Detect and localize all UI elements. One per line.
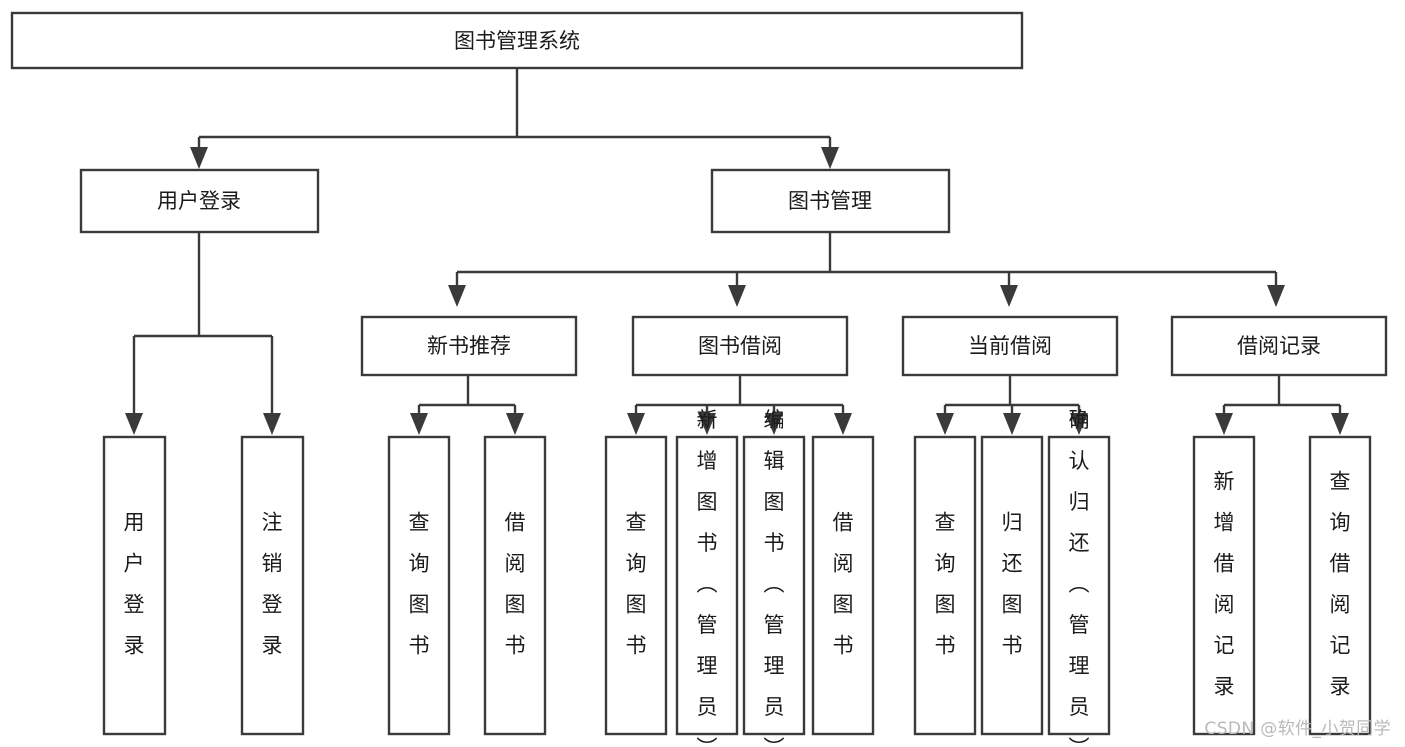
- leaf-query-book-2[interactable]: 查询图书: [604, 435, 668, 736]
- connector-group-current-borrow: [936, 375, 1088, 435]
- leaf-return-book-label: 归还图书: [1002, 511, 1023, 658]
- node-borrow-record[interactable]: 借阅记录: [1170, 315, 1388, 377]
- node-book-manage[interactable]: 图书管理: [710, 168, 951, 234]
- arrow-icon-book-borrow-leaf-4: [834, 413, 852, 435]
- node-new-book-recommend-box[interactable]: [360, 315, 578, 377]
- leaf-add-record[interactable]: 新增借阅记录: [1192, 435, 1256, 736]
- leaf-edit-book[interactable]: 编辑图书︵管理员︶: [742, 408, 806, 747]
- leaf-add-record-label: 新增借阅记录: [1214, 470, 1235, 699]
- node-book-borrow-box[interactable]: [631, 315, 849, 377]
- leaf-confirm-return-label: 确认归还︵管理员︶: [1069, 408, 1090, 747]
- connector-group-root: [190, 68, 839, 169]
- arrow-icon-root-user-login: [190, 147, 208, 169]
- arrow-icon-new-book-leaf-2: [506, 413, 524, 435]
- arrow-icon-borrow-record-leaf-1: [1215, 413, 1233, 435]
- node-user-login[interactable]: 用户登录: [79, 168, 320, 234]
- arrow-icon-new-book-leaf-1: [410, 413, 428, 435]
- node-current-borrow-label: 当前借阅: [968, 334, 1052, 358]
- arrow-icon-current-borrow-leaf-2: [1003, 413, 1021, 435]
- leaf-borrow-book-2-label: 借阅图书: [833, 511, 854, 658]
- arrow-icon-current-borrow-leaf-1: [936, 413, 954, 435]
- leaf-query-record-box[interactable]: [1308, 435, 1372, 736]
- leaf-borrow-book-1[interactable]: 借阅图书: [483, 435, 547, 736]
- leaf-edit-book-box[interactable]: [742, 435, 806, 736]
- leaf-user-login[interactable]: 用户登录: [102, 435, 167, 736]
- node-new-book-recommend[interactable]: 新书推荐: [360, 315, 578, 377]
- leaf-query-book-3-box[interactable]: [913, 435, 977, 736]
- leaf-add-record-box[interactable]: [1192, 435, 1256, 736]
- leaf-query-record-label: 查询借阅记录: [1330, 470, 1351, 699]
- leaf-return-book[interactable]: 归还图书: [980, 435, 1044, 736]
- node-user-login-label: 用户登录: [157, 189, 241, 213]
- arrow-icon-root-book-manage: [821, 147, 839, 169]
- node-borrow-record-box[interactable]: [1170, 315, 1388, 377]
- leaf-add-book[interactable]: 新增图书︵管理员︶: [675, 408, 739, 747]
- leaf-query-book-3-label: 查询图书: [935, 511, 956, 658]
- arrow-icon-user-login-leaf-2: [263, 413, 281, 435]
- csdn-watermark: CSDN @软件_小贺同学: [1204, 719, 1391, 739]
- node-user-login-box[interactable]: [79, 168, 320, 234]
- arrow-icon-book-manage-current-borrow: [1000, 285, 1018, 307]
- arrow-icon-book-borrow-leaf-1: [627, 413, 645, 435]
- node-borrow-record-label: 借阅记录: [1237, 334, 1321, 358]
- connector-group-borrow-record: [1215, 375, 1349, 435]
- leaf-borrow-book-2-box[interactable]: [811, 435, 875, 736]
- leaf-query-book-1[interactable]: 查询图书: [387, 435, 451, 736]
- leaf-query-book-2-box[interactable]: [604, 435, 668, 736]
- leaf-borrow-book-1-box[interactable]: [483, 435, 547, 736]
- node-current-borrow[interactable]: 当前借阅: [901, 315, 1119, 377]
- leaf-query-book-3[interactable]: 查询图书: [913, 435, 977, 736]
- leaf-confirm-return-box[interactable]: [1047, 435, 1111, 736]
- node-book-borrow[interactable]: 图书借阅: [631, 315, 849, 377]
- leaf-query-record[interactable]: 查询借阅记录: [1308, 435, 1372, 736]
- leaf-user-login-box[interactable]: [102, 435, 167, 736]
- node-current-borrow-box[interactable]: [901, 315, 1119, 377]
- arrow-icon-user-login-leaf-1: [125, 413, 143, 435]
- leaf-query-book-1-label: 查询图书: [409, 511, 430, 658]
- arrow-icon-borrow-record-leaf-2: [1331, 413, 1349, 435]
- leaf-return-book-box[interactable]: [980, 435, 1044, 736]
- node-new-book-recommend-label: 新书推荐: [427, 334, 511, 358]
- node-root[interactable]: 图书管理系统: [10, 11, 1024, 70]
- leaf-user-logout-label: 注销登录: [262, 511, 283, 658]
- connector-group-new-book-recommend: [410, 375, 524, 435]
- leaf-user-logout-box[interactable]: [240, 435, 305, 736]
- node-book-borrow-label: 图书借阅: [698, 334, 782, 358]
- connector-group-user-login: [125, 232, 281, 435]
- leaf-query-book-2-label: 查询图书: [626, 511, 647, 658]
- leaf-confirm-return[interactable]: 确认归还︵管理员︶: [1047, 408, 1111, 747]
- leaf-add-book-box[interactable]: [675, 435, 739, 736]
- arrow-icon-book-manage-borrow-record: [1267, 285, 1285, 307]
- leaf-user-login-label: 用户登录: [124, 511, 145, 658]
- connector-group-book-manage: [448, 232, 1285, 307]
- node-book-manage-label: 图书管理: [788, 189, 872, 213]
- leaf-user-logout[interactable]: 注销登录: [240, 435, 305, 736]
- connector-group-book-borrow: [627, 375, 852, 435]
- node-root-label: 图书管理系统: [454, 29, 580, 53]
- leaf-edit-book-label: 编辑图书︵管理员︶: [764, 408, 785, 747]
- leaf-borrow-book-1-label: 借阅图书: [505, 511, 526, 658]
- leaf-borrow-book-2[interactable]: 借阅图书: [811, 435, 875, 736]
- leaf-add-book-label: 新增图书︵管理员︶: [697, 408, 718, 747]
- leaf-query-book-1-box[interactable]: [387, 435, 451, 736]
- arrow-icon-book-manage-book-borrow: [728, 285, 746, 307]
- arrow-icon-book-manage-new-book: [448, 285, 466, 307]
- node-root-box[interactable]: [10, 11, 1024, 70]
- node-book-manage-box[interactable]: [710, 168, 951, 234]
